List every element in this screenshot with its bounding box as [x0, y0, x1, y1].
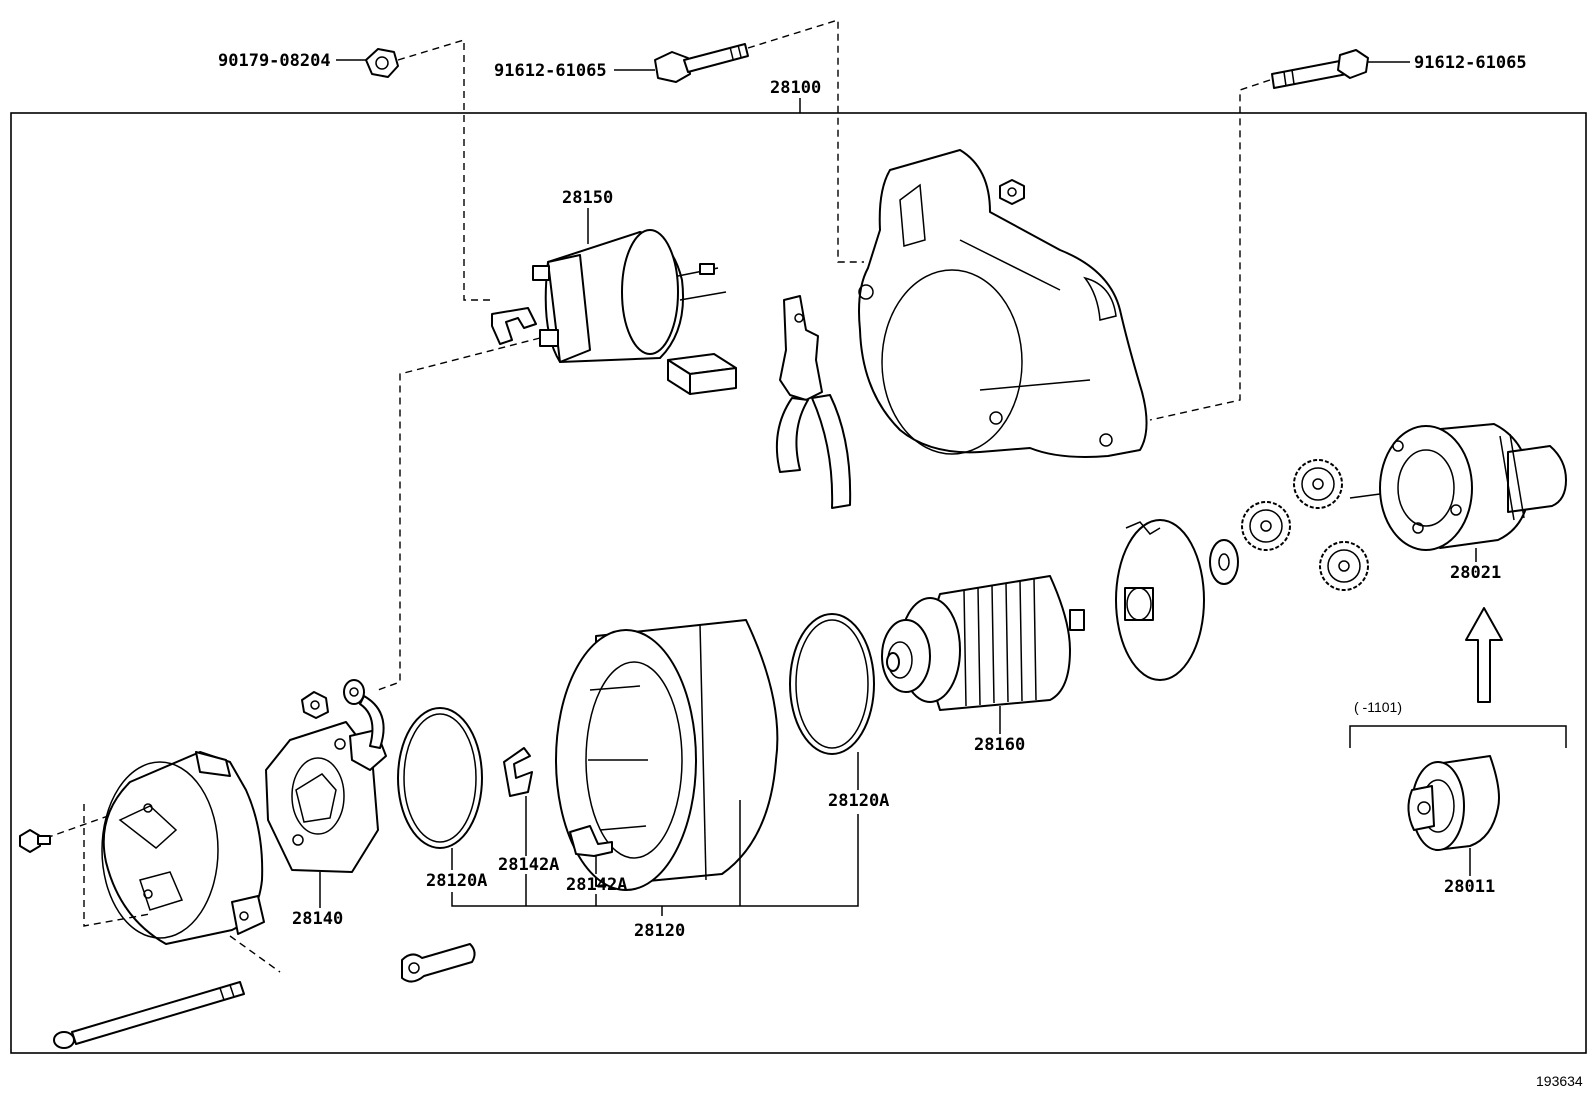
commutator-end-frame[interactable] [101, 751, 265, 945]
brush-clip-2[interactable] [569, 825, 613, 857]
diagram-id: 193634 [1536, 1073, 1583, 1089]
yoke-oring-right[interactable] [789, 613, 875, 755]
label-28021: 28021 [1450, 563, 1501, 583]
armature-28160[interactable] [881, 575, 1085, 711]
upward-arrow [1465, 607, 1503, 703]
label-28120A-right: 28120A [828, 791, 889, 811]
nut-90179-08204[interactable] [365, 48, 399, 78]
bolt-91612-61065-right[interactable] [1271, 49, 1369, 89]
terminal-washer[interactable] [343, 679, 385, 749]
yoke-bracket [451, 814, 859, 907]
label-28140: 28140 [292, 909, 343, 929]
plunger-block[interactable] [667, 353, 737, 395]
label-28100: 28100 [770, 78, 821, 98]
label-28142A-2: 28142A [566, 875, 627, 895]
label-91612-61065-right: 91612-61065 [1414, 53, 1527, 73]
range-note: ( -1101) [1354, 699, 1402, 715]
brush-holder-28140[interactable] [265, 721, 387, 873]
lead-terminal[interactable] [401, 943, 476, 983]
variant-bracket [1349, 725, 1567, 748]
label-28160: 28160 [974, 735, 1025, 755]
solenoid-28150[interactable] [532, 229, 727, 363]
yoke-assy-28120[interactable] [555, 619, 779, 891]
clutch-assy-28021[interactable] [1349, 423, 1567, 551]
label-28011: 28011 [1444, 877, 1495, 897]
housing-nut[interactable] [999, 179, 1025, 205]
pinion-gear-28011[interactable] [1407, 755, 1500, 851]
label-91612-61065-mid: 91612-61065 [494, 61, 607, 81]
brush-clip-1[interactable] [503, 747, 533, 797]
through-bolt[interactable] [53, 981, 245, 1049]
terminal-nut[interactable] [301, 691, 329, 719]
label-28120: 28120 [634, 921, 685, 941]
assembly-frame [10, 112, 1587, 1054]
planetary-gear-2[interactable] [1293, 459, 1343, 509]
internal-gear-plate[interactable] [1115, 519, 1205, 681]
end-frame-screw[interactable] [19, 829, 51, 853]
label-90179-08204: 90179-08204 [218, 51, 331, 71]
label-28142A-1: 28142A [498, 855, 559, 875]
label-28150: 28150 [562, 188, 613, 208]
terminal-clip[interactable] [491, 307, 537, 345]
drive-housing[interactable] [858, 149, 1148, 458]
bolt-91612-61065-mid[interactable] [654, 43, 749, 83]
thrust-washer[interactable] [1209, 539, 1239, 585]
yoke-oring-left[interactable] [397, 707, 483, 849]
drive-lever[interactable] [775, 295, 852, 509]
planetary-gear-3[interactable] [1319, 541, 1369, 591]
planetary-gear-1[interactable] [1241, 501, 1291, 551]
label-28120A-left: 28120A [426, 871, 487, 891]
